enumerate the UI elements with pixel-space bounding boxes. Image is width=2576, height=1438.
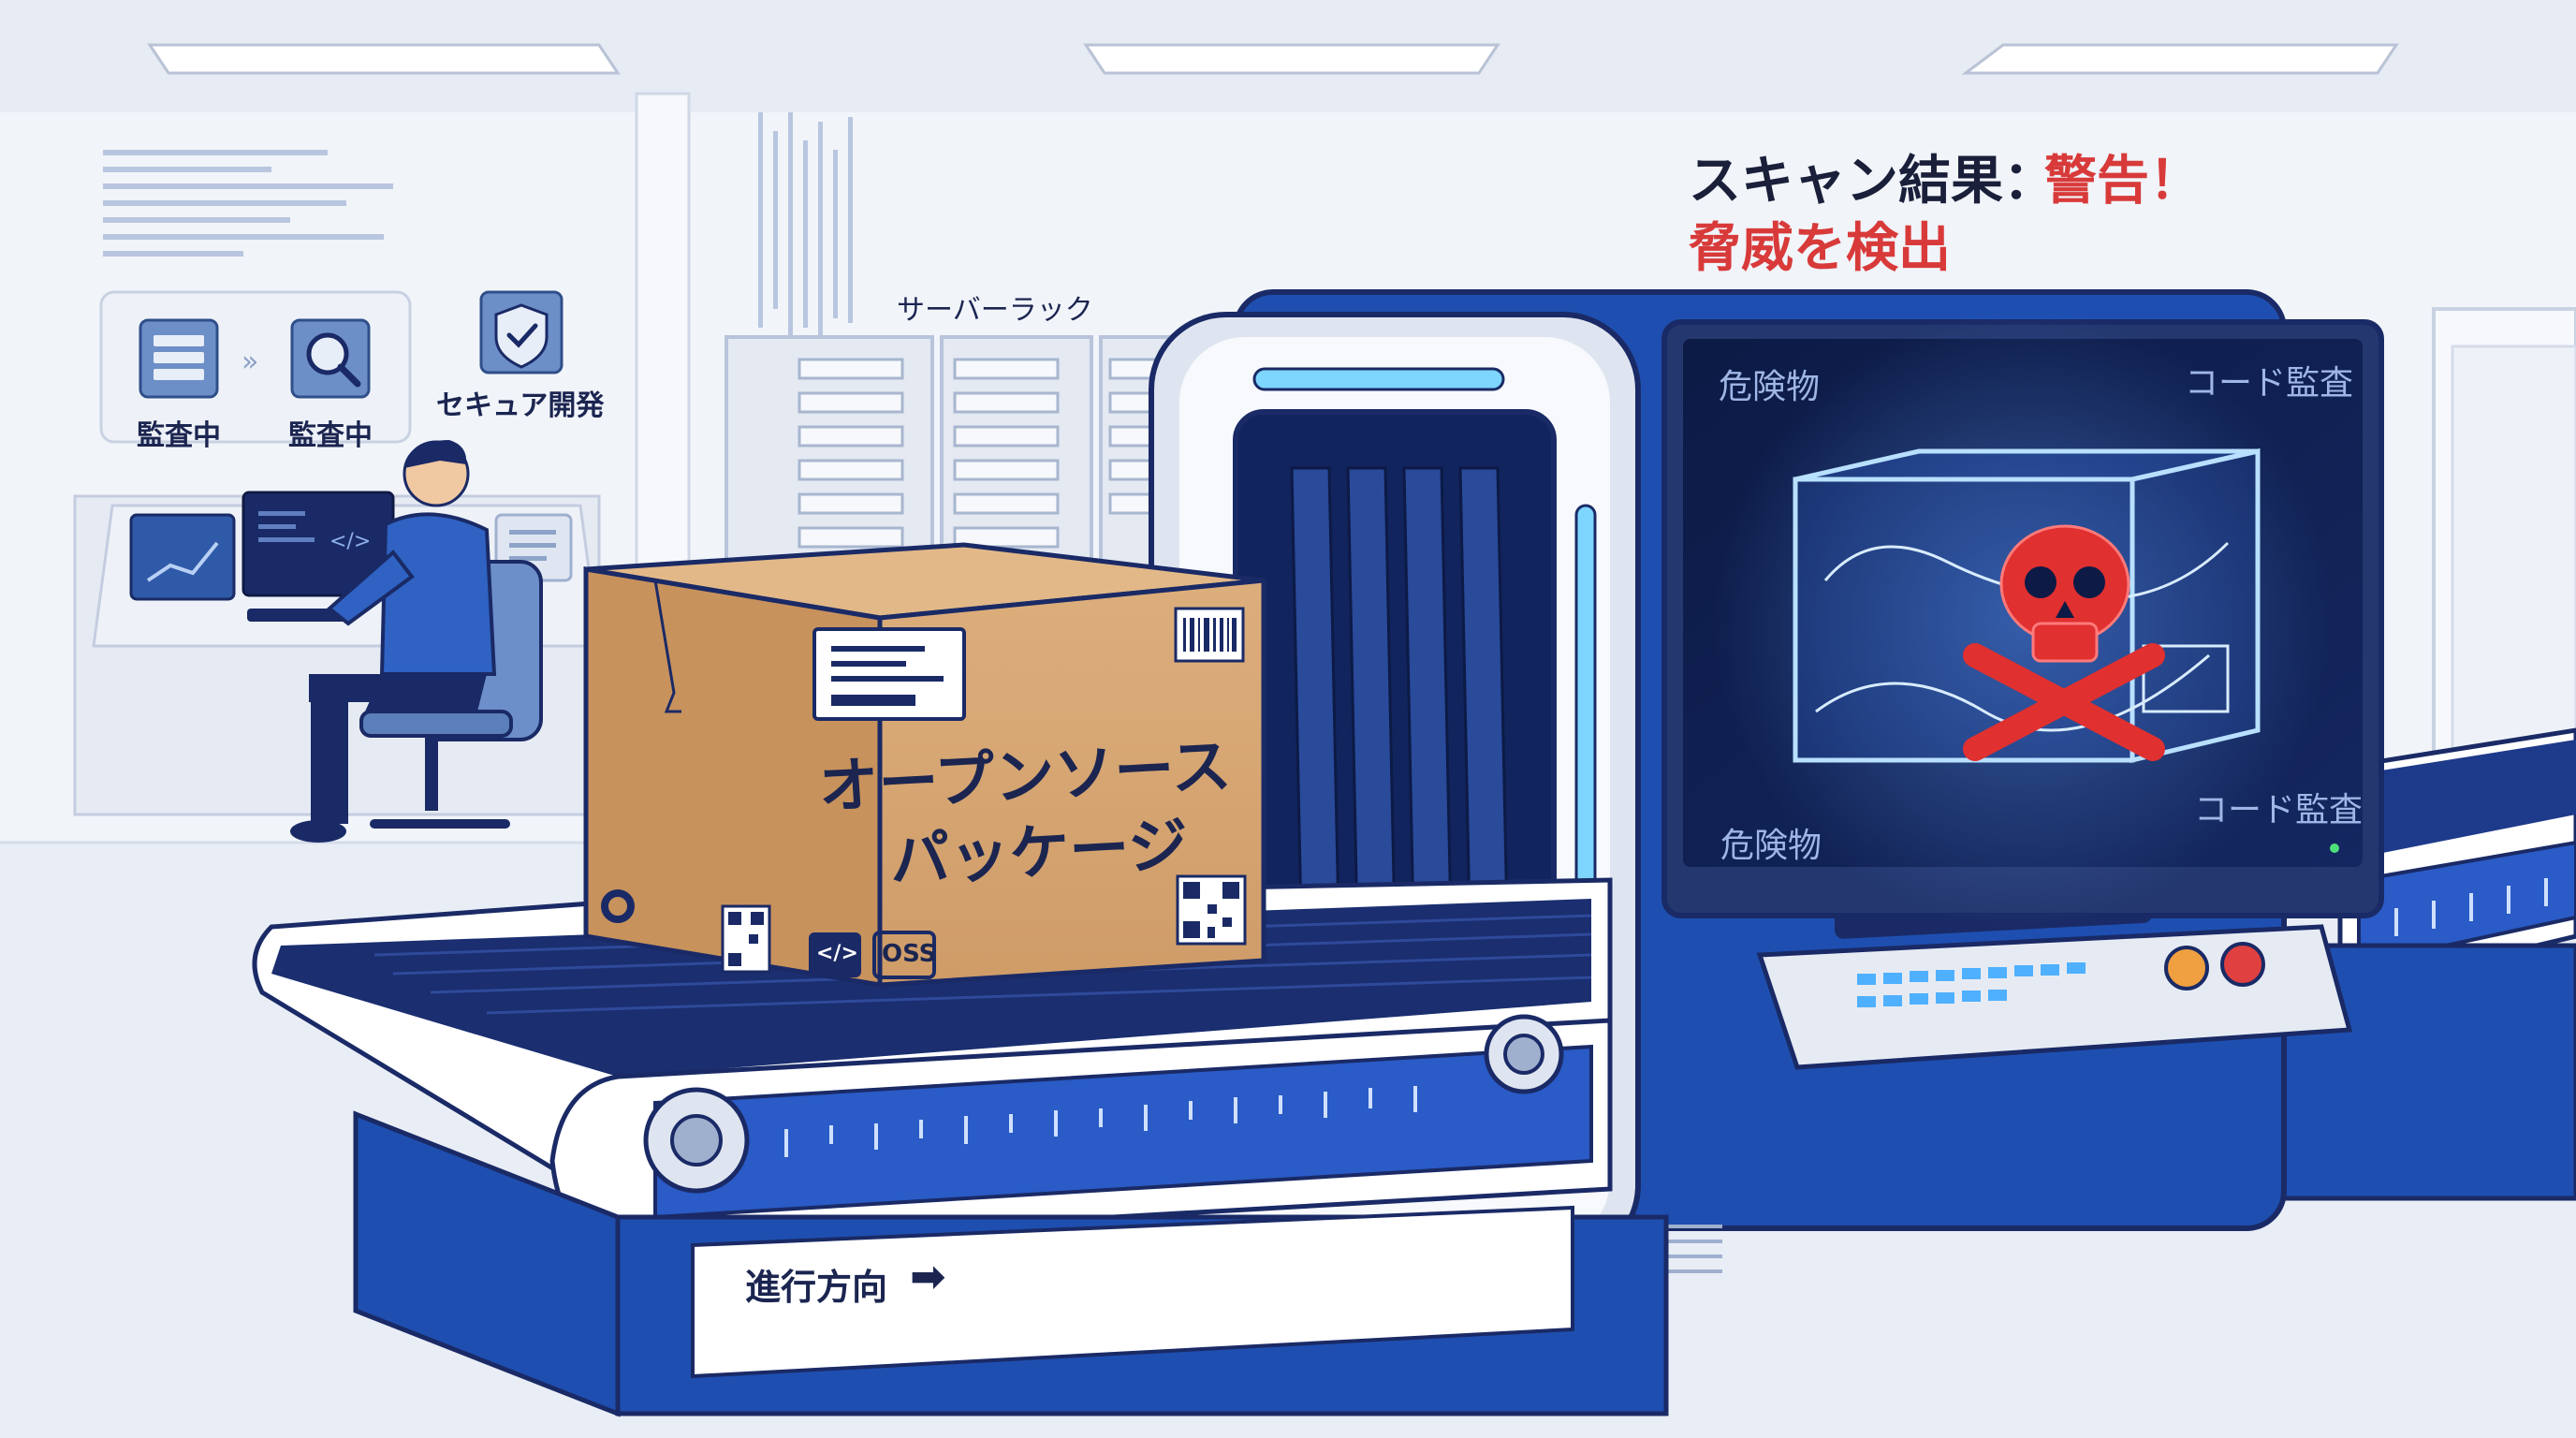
server-rack-label: サーバーラック bbox=[897, 294, 1093, 327]
dashboard-monitor bbox=[129, 513, 236, 601]
skull-crossbones-icon bbox=[1963, 524, 2165, 761]
chevron-icon: » bbox=[242, 345, 258, 378]
screen-label-code-audit: コード監査 bbox=[2194, 791, 2364, 829]
monitor-code-icon: </> bbox=[329, 530, 372, 553]
scan-result-prefix: スキャン結果： bbox=[1689, 151, 2056, 212]
package-logo-icon bbox=[601, 889, 635, 923]
audit-label: 監査中 bbox=[137, 419, 221, 452]
ceiling-light bbox=[1083, 43, 1500, 75]
conveyor-exit bbox=[2281, 727, 2576, 1201]
oss-tag-border bbox=[872, 931, 936, 979]
secure-dev-label: セキュア開発 bbox=[436, 389, 605, 422]
screen-label-code-audit: コード監査 bbox=[2185, 364, 2354, 403]
amber-button[interactable] bbox=[2164, 946, 2209, 990]
ceiling-light bbox=[147, 43, 621, 75]
code-badge bbox=[809, 932, 861, 977]
scanner-screen bbox=[1661, 309, 2384, 927]
scan-warning: 警告！ bbox=[2044, 151, 2202, 212]
oss-package bbox=[583, 542, 1266, 988]
ceiling-light bbox=[1961, 43, 2399, 75]
audit-label: 監査中 bbox=[288, 419, 373, 452]
direction-arrow-icon: ➡ bbox=[910, 1251, 946, 1301]
wall-binary-stripes bbox=[758, 112, 853, 346]
operator-body bbox=[379, 512, 497, 676]
operator-workstation bbox=[73, 440, 601, 843]
wall-code-lines bbox=[103, 150, 393, 257]
package-title-line2: パッケージ bbox=[887, 811, 1190, 896]
screen-label-hazard: 危険物 bbox=[1719, 368, 1821, 406]
screen-label-hazard: 危険物 bbox=[1720, 827, 1822, 865]
red-button[interactable] bbox=[2220, 942, 2265, 987]
direction-label: 進行方向 bbox=[745, 1267, 888, 1308]
code-icon: </> bbox=[816, 942, 858, 965]
oss-tag: OSS bbox=[882, 940, 937, 968]
scan-threat-detected: 脅威を検出 bbox=[1689, 218, 1951, 279]
